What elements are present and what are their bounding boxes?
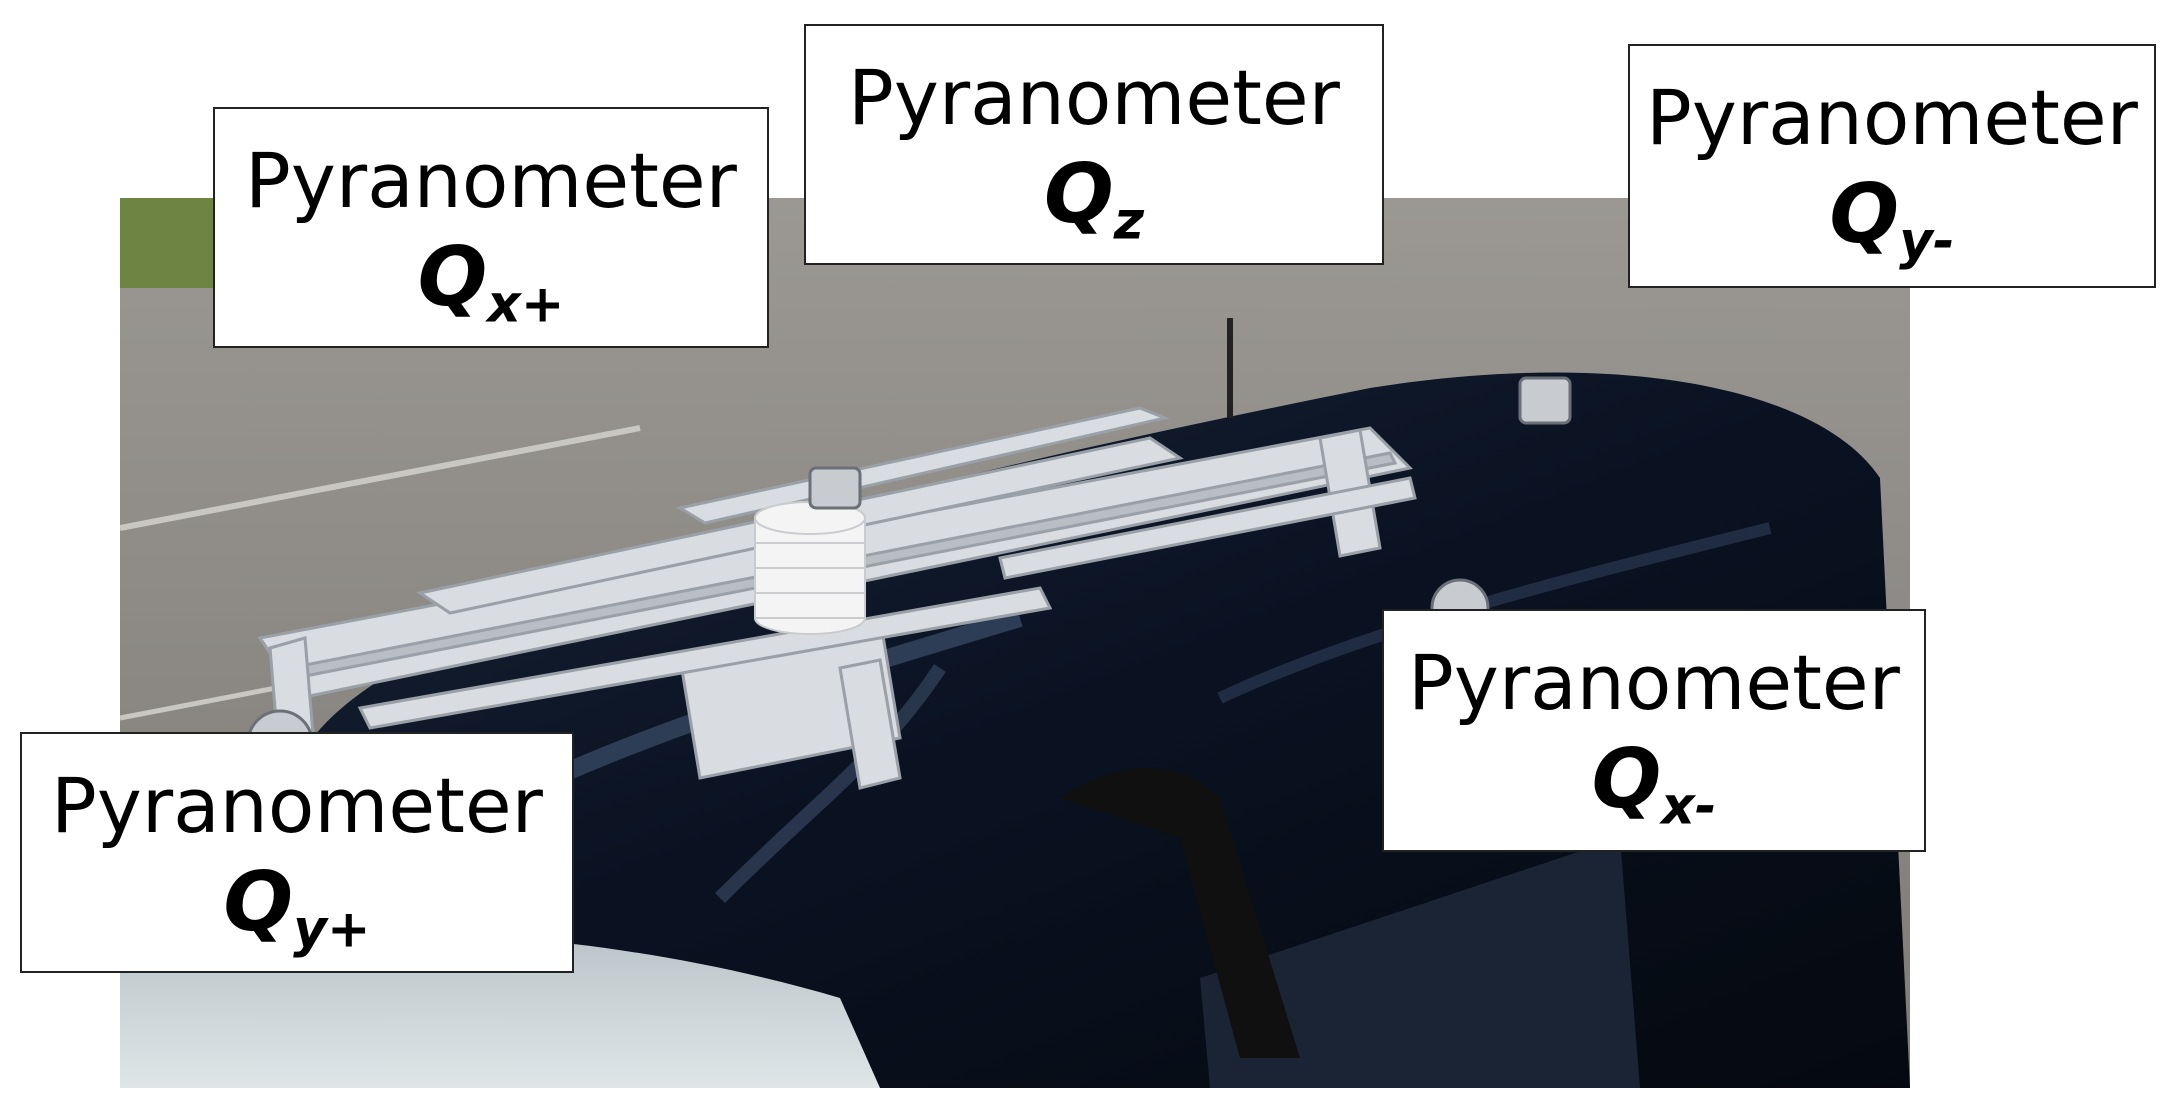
label-symbol: Qx+ — [417, 230, 565, 335]
sensor-qx-plus — [808, 466, 862, 510]
label-qy-minus: Pyranometer Qy- — [1628, 44, 2156, 288]
label-title: Pyranometer — [51, 761, 543, 850]
label-qy-plus: Pyranometer Qy+ — [20, 732, 574, 973]
roof-reflection — [715, 664, 946, 903]
label-title: Pyranometer — [245, 136, 737, 225]
label-symbol: Qy+ — [223, 855, 371, 960]
label-title: Pyranometer — [1408, 638, 1900, 727]
label-symbol: Qz — [1044, 147, 1144, 252]
label-symbol: Qy- — [1829, 167, 1955, 272]
roof-handle — [1060, 768, 1300, 1058]
parking-line — [120, 425, 641, 531]
label-symbol: Qx- — [1591, 732, 1717, 837]
label-qx-plus: Pyranometer Qx+ — [213, 107, 769, 348]
label-qx-minus: Pyranometer Qx- — [1382, 609, 1926, 852]
label-qz: Pyranometer Qz — [804, 24, 1384, 265]
label-title: Pyranometer — [1646, 73, 2138, 162]
side-window — [1200, 838, 1640, 1088]
radiation-shield — [754, 501, 866, 635]
label-title: Pyranometer — [848, 53, 1340, 142]
sensor-qy-minus — [1518, 376, 1572, 425]
